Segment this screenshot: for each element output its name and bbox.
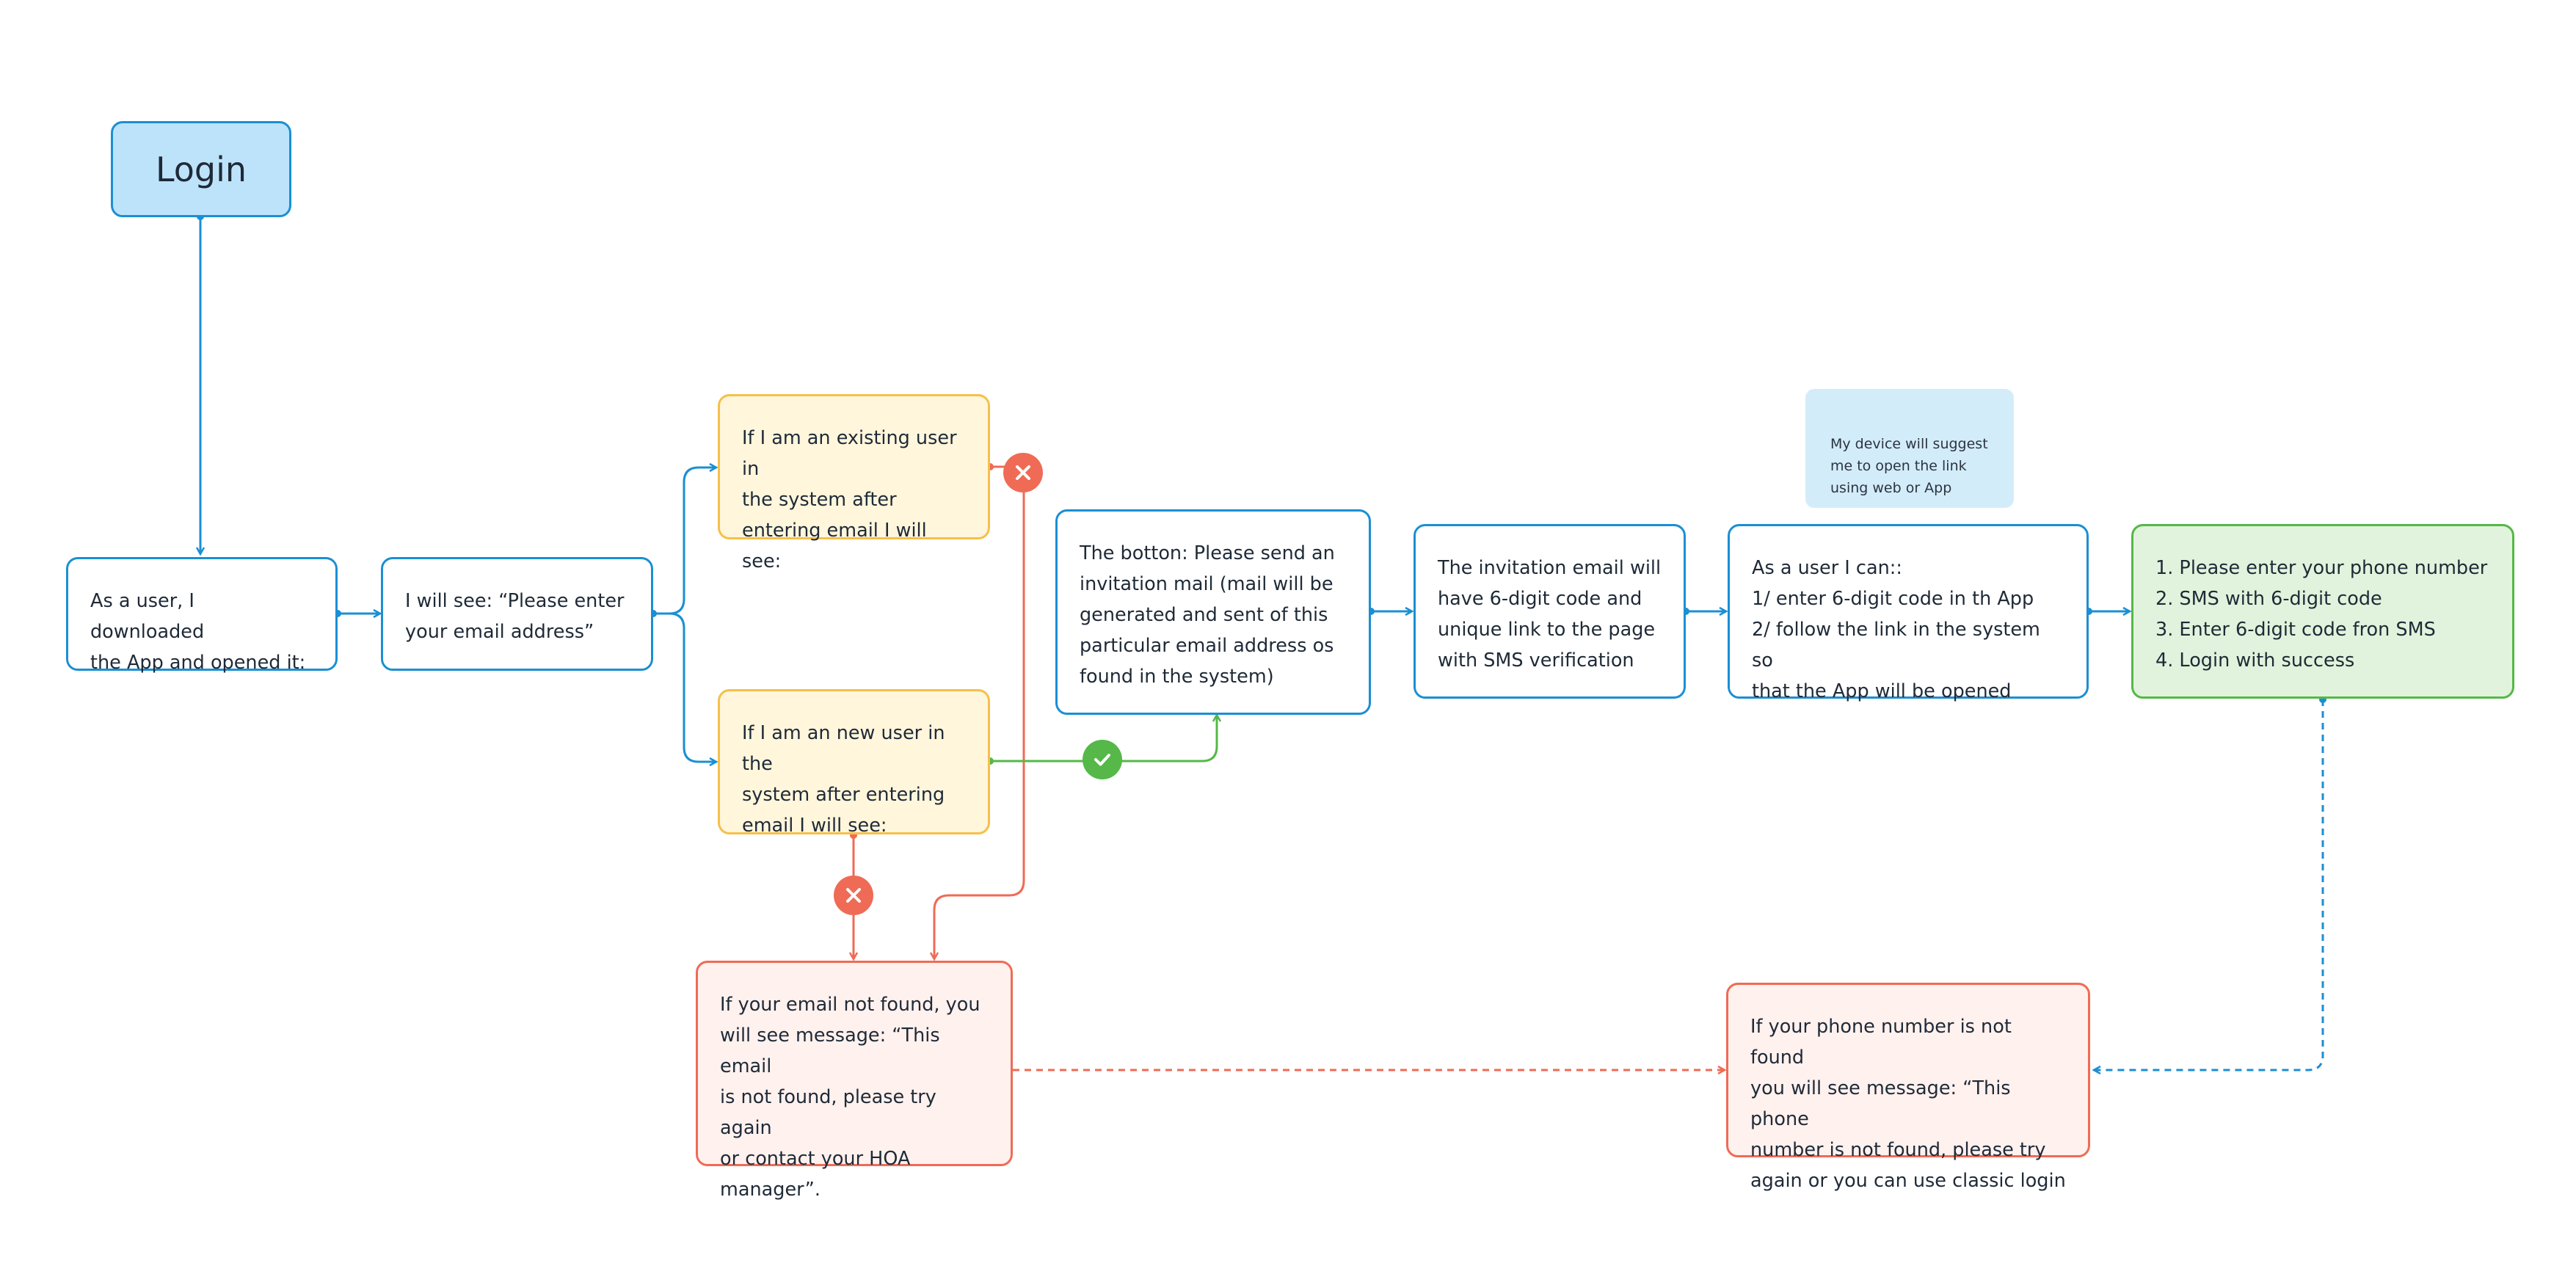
edge-enter-email-to-existing [653, 467, 716, 615]
node-phone-not-found[interactable]: If your phone number is not found you wi… [1726, 983, 2090, 1192]
check-icon [1083, 740, 1122, 779]
node-downloaded-app-text: As a user, I downloaded the App and open… [90, 590, 306, 674]
edge-new-to-invite [990, 715, 1217, 763]
node-invite-button[interactable]: The botton: Please send an invitation ma… [1055, 509, 1371, 715]
close-icon [1003, 453, 1043, 492]
edge-sms-to-phone-not-found [2094, 699, 2324, 1070]
node-enter-email[interactable]: I will see: “Please enter your email add… [381, 557, 653, 671]
node-invite-button-text: The botton: Please send an invitation ma… [1080, 542, 1335, 688]
node-downloaded-app[interactable]: As a user, I downloaded the App and open… [66, 557, 338, 674]
sticky-note[interactable]: My device will suggest me to open the li… [1805, 389, 2014, 508]
node-new-user-text: If I am an new user in the system after … [742, 722, 945, 837]
node-sms-steps-text: 1. Please enter your phone number 2. SMS… [2155, 557, 2488, 672]
node-user-can-text: As a user I can:: 1/ enter 6-digit code … [1752, 557, 2040, 702]
node-email-not-found[interactable]: If your email not found, you will see me… [696, 961, 1013, 1201]
node-email-not-found-text: If your email not found, you will see me… [720, 994, 980, 1201]
node-new-user[interactable]: If I am an new user in the system after … [718, 689, 990, 837]
node-existing-user-text: If I am an existing user in the system a… [742, 427, 957, 572]
node-invitation-email[interactable]: The invitation email will have 6-digit c… [1413, 524, 1686, 699]
node-enter-email-text: I will see: “Please enter your email add… [405, 590, 625, 643]
sticky-note-text: My device will suggest me to open the li… [1830, 436, 1988, 496]
node-phone-not-found-text: If your phone number is not found you wi… [1750, 1016, 2066, 1192]
close-icon [834, 876, 873, 915]
edge-enter-email-to-new [653, 612, 716, 762]
login-node[interactable]: Login [111, 121, 291, 217]
node-sms-steps[interactable]: 1. Please enter your phone number 2. SMS… [2131, 524, 2514, 699]
node-invitation-email-text: The invitation email will have 6-digit c… [1438, 557, 1662, 672]
login-label: Login [155, 149, 247, 189]
node-existing-user[interactable]: If I am an existing user in the system a… [718, 394, 990, 572]
node-user-can[interactable]: As a user I can:: 1/ enter 6-digit code … [1728, 524, 2089, 702]
